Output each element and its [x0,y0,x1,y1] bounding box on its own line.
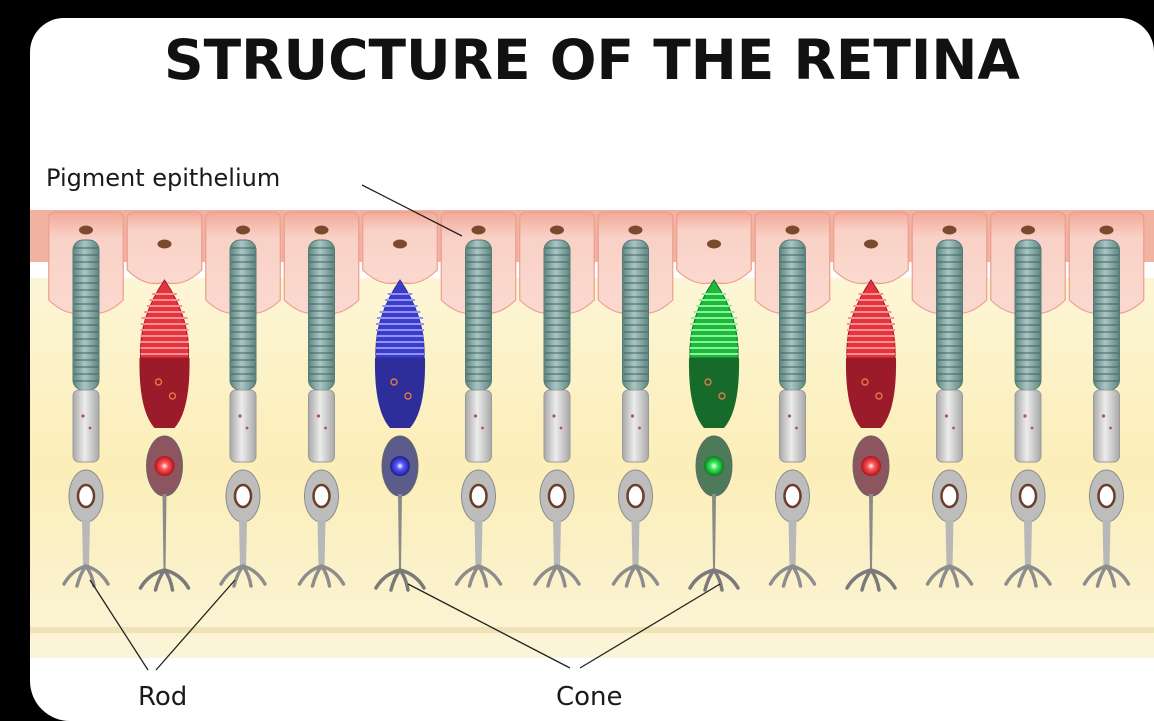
mitochondrion [952,427,955,430]
mitochondrion [324,427,327,430]
rod-label: Rod [138,682,187,712]
rod-nucleus [314,485,330,507]
diagram-panel: STRUCTURE OF THE RETINA [30,18,1154,721]
epithelial-nucleus [629,226,643,235]
rod-inner-segment [1015,390,1041,462]
rod-nucleus [1099,485,1115,507]
epithelial-nucleus [236,226,250,235]
mitochondrion [238,414,241,417]
epithelial-nucleus [472,226,486,235]
cone-nucleus [861,456,881,476]
rod-inner-segment [309,390,335,462]
cone-nucleus [390,456,410,476]
epithelial-nucleus [786,226,800,235]
mitochondrion [1023,414,1026,417]
rod-axon [1103,520,1111,568]
pigment-epithelium-label: Pigment epithelium [46,164,280,192]
rod-nucleus [549,485,565,507]
epithelial-nucleus [550,226,564,235]
rod-inner-segment [73,390,99,462]
retina-diagram [30,18,1154,721]
epithelial-nucleus [79,226,93,235]
rod-nucleus [471,485,487,507]
epithelial-nucleus [707,240,721,249]
epithelial-nucleus [315,226,329,235]
rod-nucleus [78,485,94,507]
mitochondrion [795,427,798,430]
epithelial-nucleus [158,240,172,249]
rod-axon [946,520,954,568]
mitochondrion [317,414,320,417]
rod-axon [82,520,90,568]
epithelial-nucleus [393,240,407,249]
cone-nucleus [155,456,175,476]
rod-inner-segment [230,390,256,462]
rod-inner-segment [466,390,492,462]
epithelial-nucleus [943,226,957,235]
epithelial-nucleus [1100,226,1114,235]
mitochondrion [638,427,641,430]
mitochondrion [474,414,477,417]
rod-axon [318,520,326,568]
mitochondrion [788,414,791,417]
cone-nucleus [704,456,724,476]
mitochondrion [89,427,92,430]
mitochondrion [560,427,563,430]
rod-axon [632,520,640,568]
mitochondrion [552,414,555,417]
mitochondrion [631,414,634,417]
rod-axon [239,520,247,568]
mitochondrion [246,427,249,430]
rod-nucleus [235,485,251,507]
rod-nucleus [1020,485,1036,507]
rod-nucleus [785,485,801,507]
epithelial-nucleus [1021,226,1035,235]
cone-label: Cone [556,682,623,712]
rod-axon [1024,520,1032,568]
mitochondrion [1109,427,1112,430]
mitochondrion [1102,414,1105,417]
rod-nucleus [942,485,958,507]
epithelial-nucleus [864,240,878,249]
rod-inner-segment [544,390,570,462]
rod-axon [475,520,483,568]
rod-axon [789,520,797,568]
rod-inner-segment [623,390,649,462]
rod-inner-segment [1094,390,1120,462]
retina-layer-band [30,278,1154,658]
rod-axon [553,520,561,568]
mitochondrion [945,414,948,417]
rod-inner-segment [937,390,963,462]
mitochondrion [1031,427,1034,430]
mitochondrion [81,414,84,417]
mitochondrion [481,427,484,430]
rod-inner-segment [780,390,806,462]
rod-nucleus [628,485,644,507]
